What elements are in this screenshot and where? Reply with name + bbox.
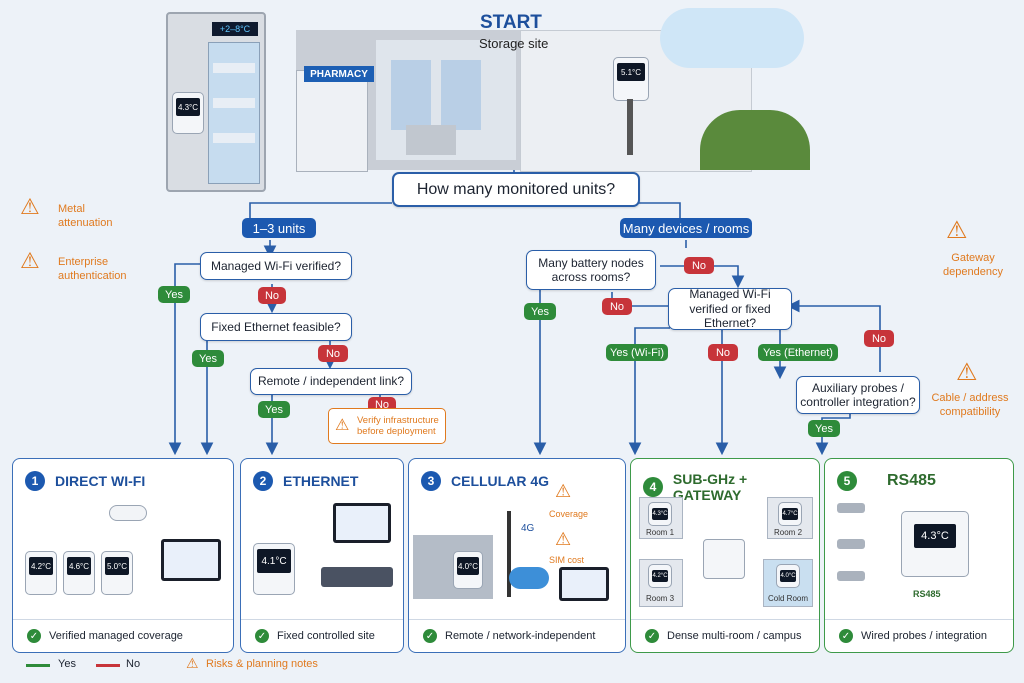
warning-icon: ⚠ [186, 655, 199, 671]
cell-tag: 4G [521, 523, 535, 534]
legend-yes: Yes [58, 658, 76, 670]
trees [700, 110, 810, 170]
panel-footer: Verified managed coverage [49, 630, 183, 642]
right-q3-probes: Auxiliary probes / controller integratio… [796, 376, 920, 414]
right-q1-yes: Yes [524, 303, 556, 320]
legend-yes-line [26, 664, 50, 667]
pharmacy-sign: PHARMACY [304, 66, 374, 82]
room-1: 4.3°C Room 1 [639, 497, 683, 539]
cloud-icon [509, 567, 549, 589]
branch-right-pill: Many devices / rooms [620, 218, 752, 238]
monitor [161, 539, 221, 581]
room-3: 4.2°C Room 3 [639, 559, 683, 607]
warning-icon: ⚠ [946, 217, 968, 244]
legend-no-line [96, 664, 120, 667]
warning-icon: ⚠ [20, 194, 40, 219]
right-q1-battery: Many battery nodes across rooms? [526, 250, 656, 290]
legend-no: No [126, 658, 141, 670]
panel-title: CELLULAR 4G [451, 473, 549, 489]
warning-icon: ⚠ [555, 529, 572, 549]
fridge-sensor: 4.3°C [172, 92, 204, 134]
right-q2-yes-ethernet: Yes (Ethernet) [758, 344, 838, 361]
left-q1-yes: Yes [158, 286, 190, 303]
panel-footer: Remote / network-independent [445, 630, 596, 642]
start-title: START [480, 12, 542, 33]
panel-footer: Wired probes / integration [861, 630, 987, 642]
probe [837, 503, 865, 513]
panel-title: ETHERNET [283, 473, 359, 489]
note-sim-cost: SIM cost [549, 555, 585, 565]
panel-footer: Dense multi-room / campus [667, 630, 802, 642]
warning-icon: ⚠ [335, 417, 350, 434]
monitor [333, 503, 391, 543]
bus-label: RS485 [913, 589, 941, 599]
sky-cloud [660, 8, 804, 68]
left-q2-ethernet: Fixed Ethernet feasible? [200, 313, 352, 341]
main-question: How many monitored units? [392, 172, 640, 207]
right-q2-network: Managed Wi-Fi verified or fixed Ethernet… [668, 287, 792, 330]
monitor [559, 567, 609, 601]
right-q1-no-b: No [602, 298, 632, 315]
start-subtitle: Storage site [479, 36, 549, 51]
left-q2-yes: Yes [192, 350, 224, 367]
right-q1-no: No [684, 257, 714, 274]
rs485-controller: 4.3°C [901, 511, 969, 577]
fridge-glass-door [208, 42, 260, 184]
legend-risks: Risks & planning notes [206, 658, 318, 670]
right-q3-yes: Yes [808, 420, 840, 437]
ethernet-switch [321, 567, 393, 587]
check-icon: ✓ [27, 629, 41, 643]
panel-title: DIRECT WI-FI [55, 473, 146, 489]
warning-icon: ⚠ [20, 248, 40, 273]
right-q2-no: No [708, 344, 738, 361]
pharmacy-building: PHARMACY [296, 30, 520, 172]
left-q1-wifi: Managed Wi-Fi verified? [200, 252, 352, 280]
branch-left-pill: 1–3 units [242, 218, 316, 238]
warning-gateway: Gateway dependency [943, 252, 1003, 278]
left-q2-no: No [318, 345, 348, 362]
check-icon: ✓ [645, 629, 659, 643]
panel-title: RS485 [887, 472, 936, 489]
right-q2-yes-wifi: Yes (Wi-Fi) [606, 344, 668, 361]
wall-sensor: 5.1°C [613, 57, 649, 101]
warning-cable: Cable / address compatibility [931, 392, 1009, 418]
panel-title: SUB-GHz + GATEWAY [672, 471, 748, 503]
left-q3-yes: Yes [258, 401, 290, 418]
warning-icon: ⚠ [555, 481, 572, 501]
check-icon: ✓ [255, 629, 269, 643]
verify-note-text: Verify infrastructure before deployment [357, 415, 439, 438]
room-2: 4.7°C Room 2 [767, 497, 813, 539]
right-q3-no: No [864, 330, 894, 347]
wifi-access-point [109, 505, 147, 521]
check-icon: ✓ [423, 629, 437, 643]
cold-room: 4.0°C Cold Room [763, 559, 813, 607]
left-q3-remote: Remote / independent link? [250, 368, 412, 395]
verify-note-box: ⚠ Verify infrastructure before deploymen… [328, 408, 446, 444]
note-coverage: Coverage [549, 509, 589, 519]
probe [837, 539, 865, 549]
gateway-device [703, 539, 745, 579]
fridge-illustration: +2–8°C 4.3°C [166, 12, 266, 192]
panel-footer: Fixed controlled site [277, 630, 375, 642]
fridge-display: +2–8°C [212, 22, 258, 36]
warning-metal: Metal attenuation [58, 203, 113, 229]
check-icon: ✓ [839, 629, 853, 643]
left-q1-no: No [258, 287, 286, 304]
warning-enterprise: Enterprise authentication [58, 256, 127, 282]
warning-icon: ⚠ [956, 359, 978, 386]
probe [837, 571, 865, 581]
cell-tower [507, 511, 511, 597]
